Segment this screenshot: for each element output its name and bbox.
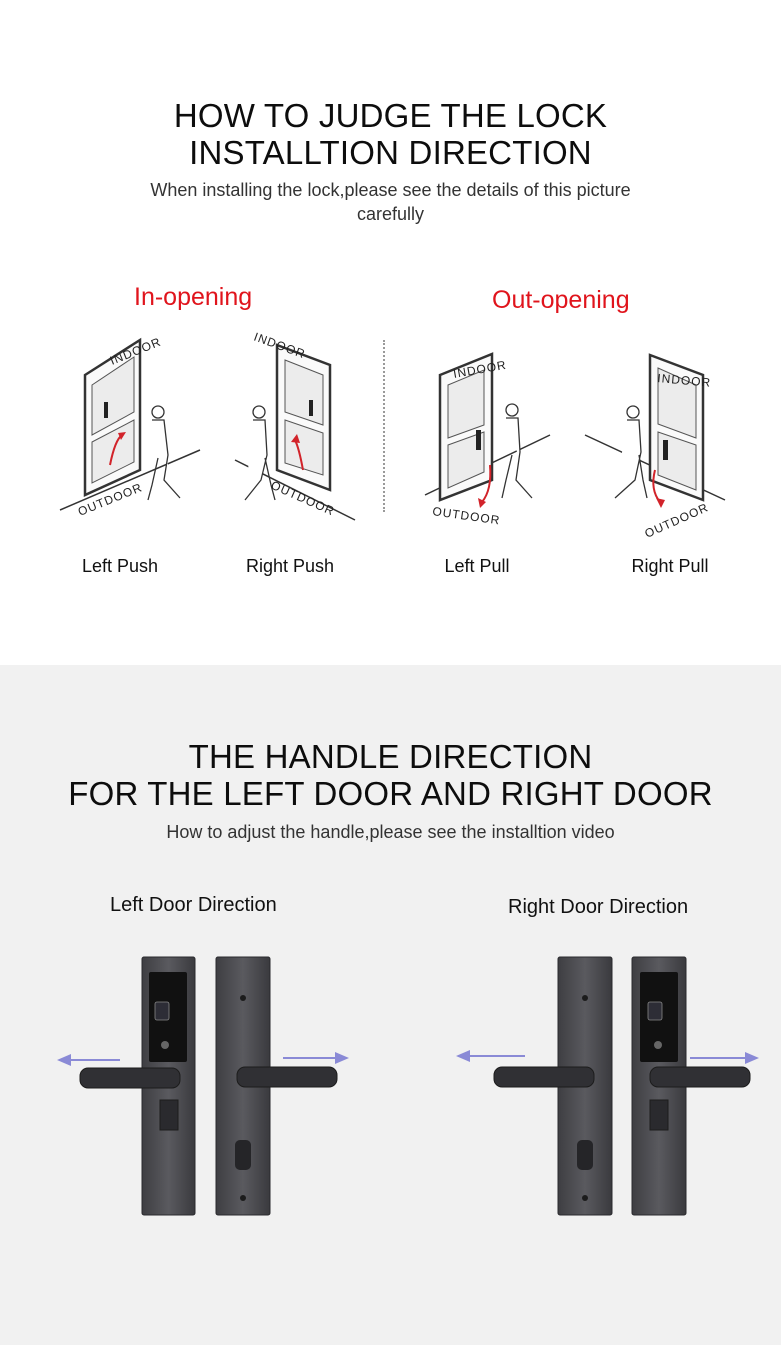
caption-right-pull: Right Pull	[631, 556, 709, 576]
right-pull-indoor-text: INDOOR	[657, 371, 712, 390]
caption-left-push: Left Push	[81, 556, 159, 576]
left-door-lock-set-icon	[57, 956, 349, 1216]
right-door-direction-label: Right Door Direction	[508, 896, 689, 918]
left-push-diagram-icon: INDOOR OUTDOOR	[59, 335, 201, 519]
out-opening-label: Out-opening	[492, 286, 630, 314]
section1-subtitle-line1: When installing the lock,please see the …	[150, 180, 631, 200]
handle-direction-section: THE HANDLE DIRECTION FOR THE LEFT DOOR A…	[0, 665, 781, 1345]
section1-subtitle-line2: carefully	[356, 204, 425, 224]
caption-left-pull: Left Pull	[444, 556, 510, 576]
right-pull-diagram-icon: INDOOR OUTDOOR	[584, 353, 726, 541]
section2-title-line2: FOR THE LEFT DOOR AND RIGHT DOOR	[68, 775, 713, 812]
caption-right-push: Right Push	[245, 556, 335, 576]
section1-title-line1: HOW TO JUDGE THE LOCK	[173, 97, 608, 134]
section1-title-line2: INSTALLTION DIRECTION	[189, 134, 592, 171]
in-opening-label: In-opening	[134, 283, 253, 311]
dotted-divider	[383, 340, 385, 512]
left-door-direction-label: Left Door Direction	[110, 894, 277, 916]
section2-title-line1: THE HANDLE DIRECTION	[188, 738, 593, 775]
left-pull-outdoor-text: OUTDOOR	[432, 504, 502, 527]
left-pull-diagram-icon: INDOOR OUTDOOR	[424, 352, 551, 527]
section2-subtitle: How to adjust the handle,please see the …	[166, 822, 615, 842]
right-push-diagram-icon: INDOOR OUTDOOR	[234, 330, 356, 521]
installation-direction-section: HOW TO JUDGE THE LOCK INSTALLTION DIRECT…	[0, 0, 781, 665]
right-door-lock-set-icon	[456, 956, 759, 1216]
right-pull-outdoor-text: OUTDOOR	[643, 500, 711, 541]
